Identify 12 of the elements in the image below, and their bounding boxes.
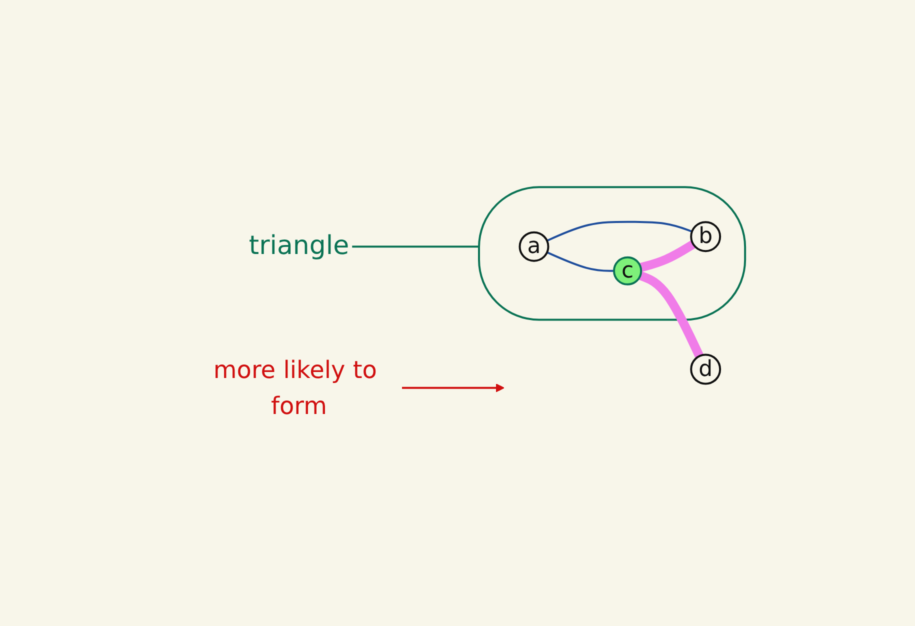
connector-line — [640, 240, 696, 272]
connector-line — [639, 271, 704, 358]
annotation-text: triangle — [249, 231, 350, 262]
arrow — [402, 384, 505, 392]
leader-line — [352, 246, 480, 248]
annotation-text: more likely to form — [214, 356, 378, 420]
vertex-circle: b — [690, 221, 722, 252]
vertex-circle: a — [519, 231, 550, 262]
vertex-circle: d — [690, 354, 722, 385]
vertex-circle: c — [613, 256, 643, 286]
connector-line — [547, 220, 693, 242]
connector-line — [547, 251, 614, 272]
